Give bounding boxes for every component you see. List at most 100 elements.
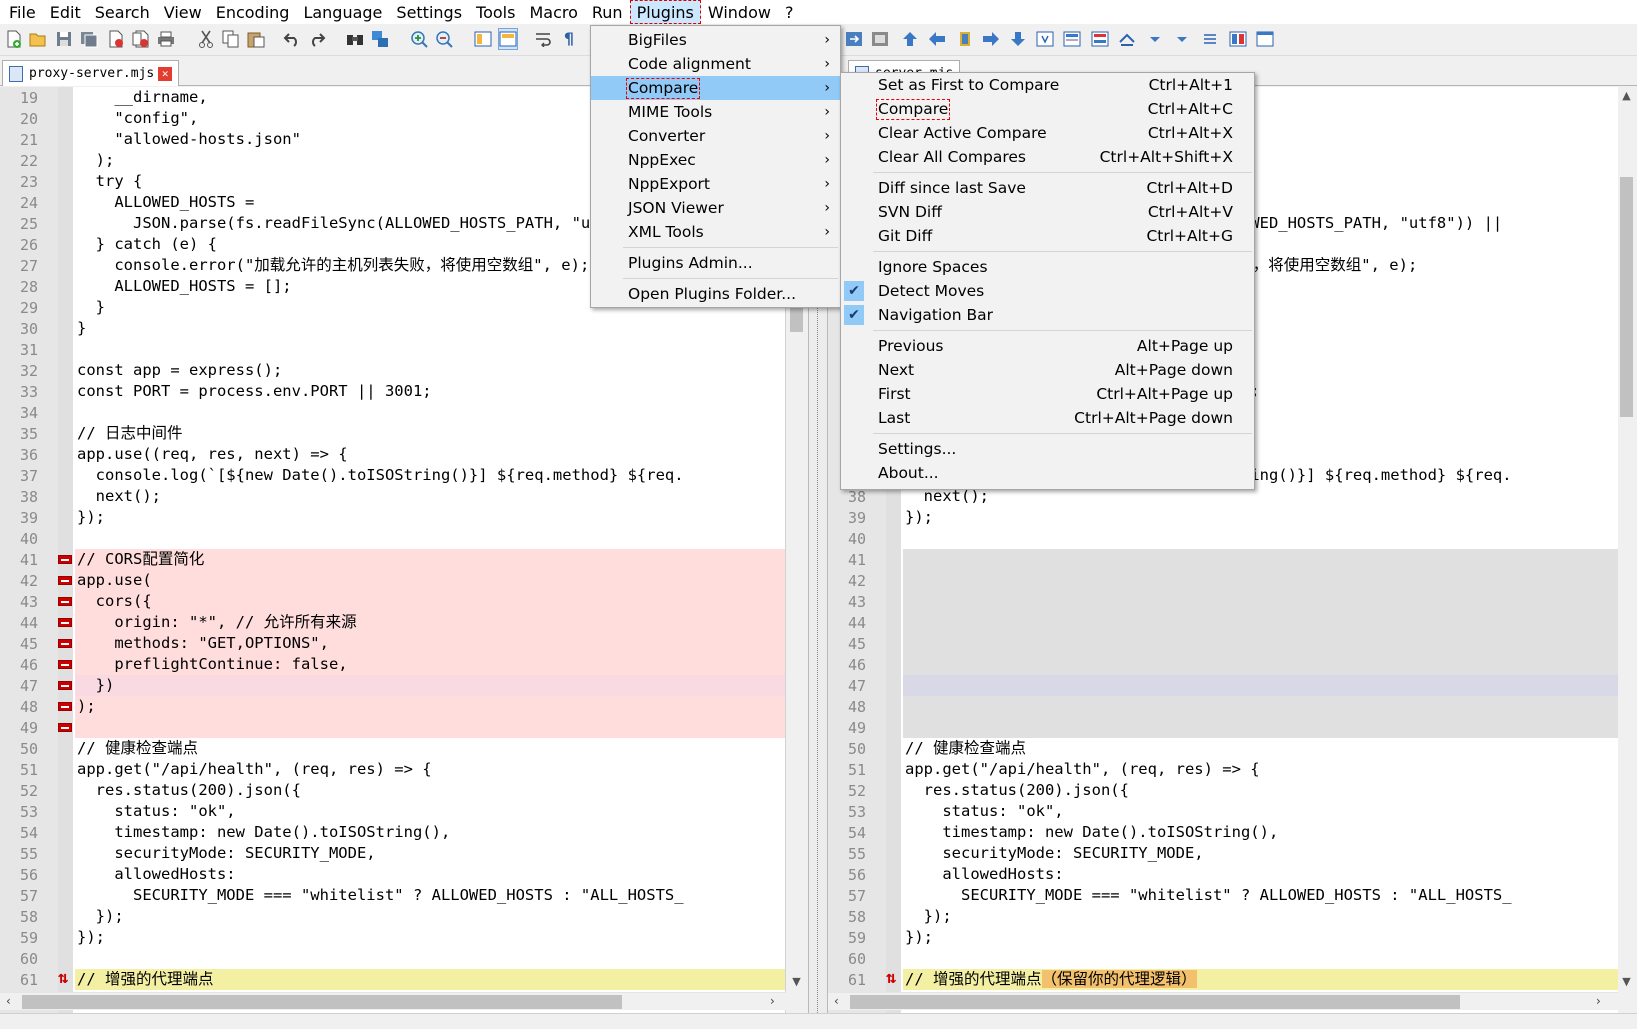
code-text[interactable] (903, 696, 1619, 717)
code-text[interactable]: }); (905, 928, 933, 946)
replace-icon[interactable] (370, 28, 390, 50)
menu-language[interactable]: Language (303, 3, 383, 22)
code-text[interactable]: const PORT = process.env.PORT || 3001; (77, 382, 432, 400)
compare-menu-detect-moves[interactable]: ✔Detect Moves (841, 279, 1254, 303)
menu-file[interactable]: File (9, 3, 36, 22)
code-text[interactable]: timestamp: new Date().toISOString(), (77, 823, 451, 841)
code-text[interactable]: app.use((req, res, next) => { (77, 445, 348, 463)
code-text[interactable]: securityMode: SECURITY_MODE, (905, 844, 1204, 862)
down-icon[interactable] (1145, 28, 1165, 50)
zoom-in-icon[interactable] (409, 28, 429, 50)
window-icon[interactable] (1255, 28, 1275, 50)
code-text[interactable]: ); (77, 151, 115, 169)
menu-tools[interactable]: Tools (476, 3, 516, 22)
cut-icon[interactable] (196, 28, 216, 50)
code-text[interactable]: // 日志中间件 (77, 424, 183, 442)
code-text[interactable] (75, 717, 785, 738)
first-diff-icon[interactable] (900, 28, 920, 50)
save-icon[interactable] (54, 28, 74, 50)
scroll-thumb[interactable] (22, 995, 622, 1009)
scroll-down-icon[interactable]: ▼ (792, 975, 801, 988)
code-text[interactable]: cors({ (75, 591, 785, 612)
navbar-icon[interactable] (1200, 28, 1220, 50)
left-horizontal-scrollbar[interactable]: ‹ › (0, 992, 786, 1010)
compare-icon[interactable] (844, 28, 864, 50)
close-all-icon[interactable] (131, 28, 151, 50)
tab-left-file[interactable]: proxy-server.mjs ✕ (2, 60, 180, 86)
code-text[interactable]: } catch (e) { (77, 235, 217, 253)
scroll-left-icon[interactable]: ‹ (834, 994, 839, 1008)
scroll-thumb[interactable] (850, 995, 1460, 1009)
plugin-mime-tools[interactable]: MIME Tools› (591, 100, 840, 124)
compare-menu-settings[interactable]: Settings... (878, 440, 957, 458)
scroll-right-icon[interactable]: › (1596, 994, 1601, 1008)
menu-window[interactable]: Window (707, 3, 771, 22)
code-text[interactable]: }); (77, 907, 124, 925)
menu-settings[interactable]: Settings (396, 3, 463, 22)
code-text[interactable]: preflightContinue: false, (75, 654, 785, 675)
undo-icon[interactable] (282, 28, 302, 50)
tab-close-icon[interactable]: ✕ (158, 66, 173, 81)
code-text[interactable]: app.use( (75, 570, 785, 591)
scroll-up-icon[interactable]: ▲ (1622, 89, 1631, 102)
show-all-chars-icon[interactable]: ¶ (563, 29, 575, 48)
code-text[interactable]: }); (905, 508, 933, 526)
menu-help[interactable]: ? (784, 3, 794, 22)
sync-horizontal-icon[interactable] (498, 28, 518, 50)
code-text[interactable]: "config", (77, 109, 199, 127)
open-file-icon[interactable] (28, 28, 48, 50)
paste-icon[interactable] (246, 28, 266, 50)
up-icon[interactable] (1117, 28, 1137, 50)
plugin-json-viewer[interactable]: JSON Viewer› (591, 196, 840, 220)
code-text[interactable]: res.status(200).json({ (905, 781, 1129, 799)
plugin-compare[interactable]: Compare› (591, 76, 840, 100)
code-text[interactable] (75, 402, 785, 423)
menu-macro[interactable]: Macro (529, 3, 578, 22)
plugin-xml-tools[interactable]: XML Tools› (591, 220, 840, 244)
code-text[interactable]: } (77, 319, 87, 337)
code-text[interactable]: next(); (77, 487, 161, 505)
menu-edit[interactable]: Edit (49, 3, 81, 22)
code-text[interactable] (903, 591, 1619, 612)
code-text[interactable]: next(); (905, 487, 989, 505)
code-text[interactable] (903, 633, 1619, 654)
scroll-left-icon[interactable]: ‹ (6, 994, 11, 1008)
menu-run[interactable]: Run (591, 3, 623, 22)
code-text[interactable] (75, 948, 785, 969)
code-text[interactable] (75, 528, 785, 549)
save-all-icon[interactable] (79, 28, 99, 50)
code-text[interactable]: }) (75, 675, 785, 696)
menu-view[interactable]: View (163, 3, 202, 22)
code-text[interactable]: } (77, 298, 105, 316)
plugins-admin[interactable]: Plugins Admin... (628, 254, 753, 272)
code-text[interactable]: allowedHosts: (77, 865, 236, 883)
menu-plugins[interactable]: Plugins (629, 0, 701, 24)
right-horizontal-scrollbar[interactable]: ‹ › (828, 992, 1618, 1010)
code-text[interactable]: try { (77, 172, 143, 190)
open-plugins-folder[interactable]: Open Plugins Folder... (628, 285, 797, 303)
code-text[interactable]: app.get("/api/health", (req, res) => { (905, 760, 1260, 778)
code-text[interactable] (903, 717, 1619, 738)
bookmark-icon[interactable] (955, 28, 975, 50)
code-text[interactable]: ); (75, 696, 785, 717)
scroll-down-icon[interactable]: ▼ (1622, 975, 1631, 988)
new-file-icon[interactable] (4, 28, 24, 50)
plugin-nppexport[interactable]: NppExport› (591, 172, 840, 196)
code-text[interactable]: app.get("/api/health", (req, res) => { (77, 760, 432, 778)
code-text[interactable]: // 增强的代理端点 (75, 969, 785, 990)
code-text[interactable] (903, 612, 1619, 633)
code-text[interactable]: }); (905, 907, 952, 925)
code-text[interactable]: SECURITY_MODE === "whitelist" ? ALLOWED_… (77, 886, 684, 904)
code-text[interactable]: // 健康检查端点 (77, 739, 198, 757)
code-text[interactable] (903, 549, 1619, 570)
code-text[interactable]: origin: "*", // 允许所有来源 (75, 612, 785, 633)
plugin-code-alignment[interactable]: Code alignment› (591, 52, 840, 76)
code-text[interactable]: // CORS配置简化 (75, 549, 785, 570)
